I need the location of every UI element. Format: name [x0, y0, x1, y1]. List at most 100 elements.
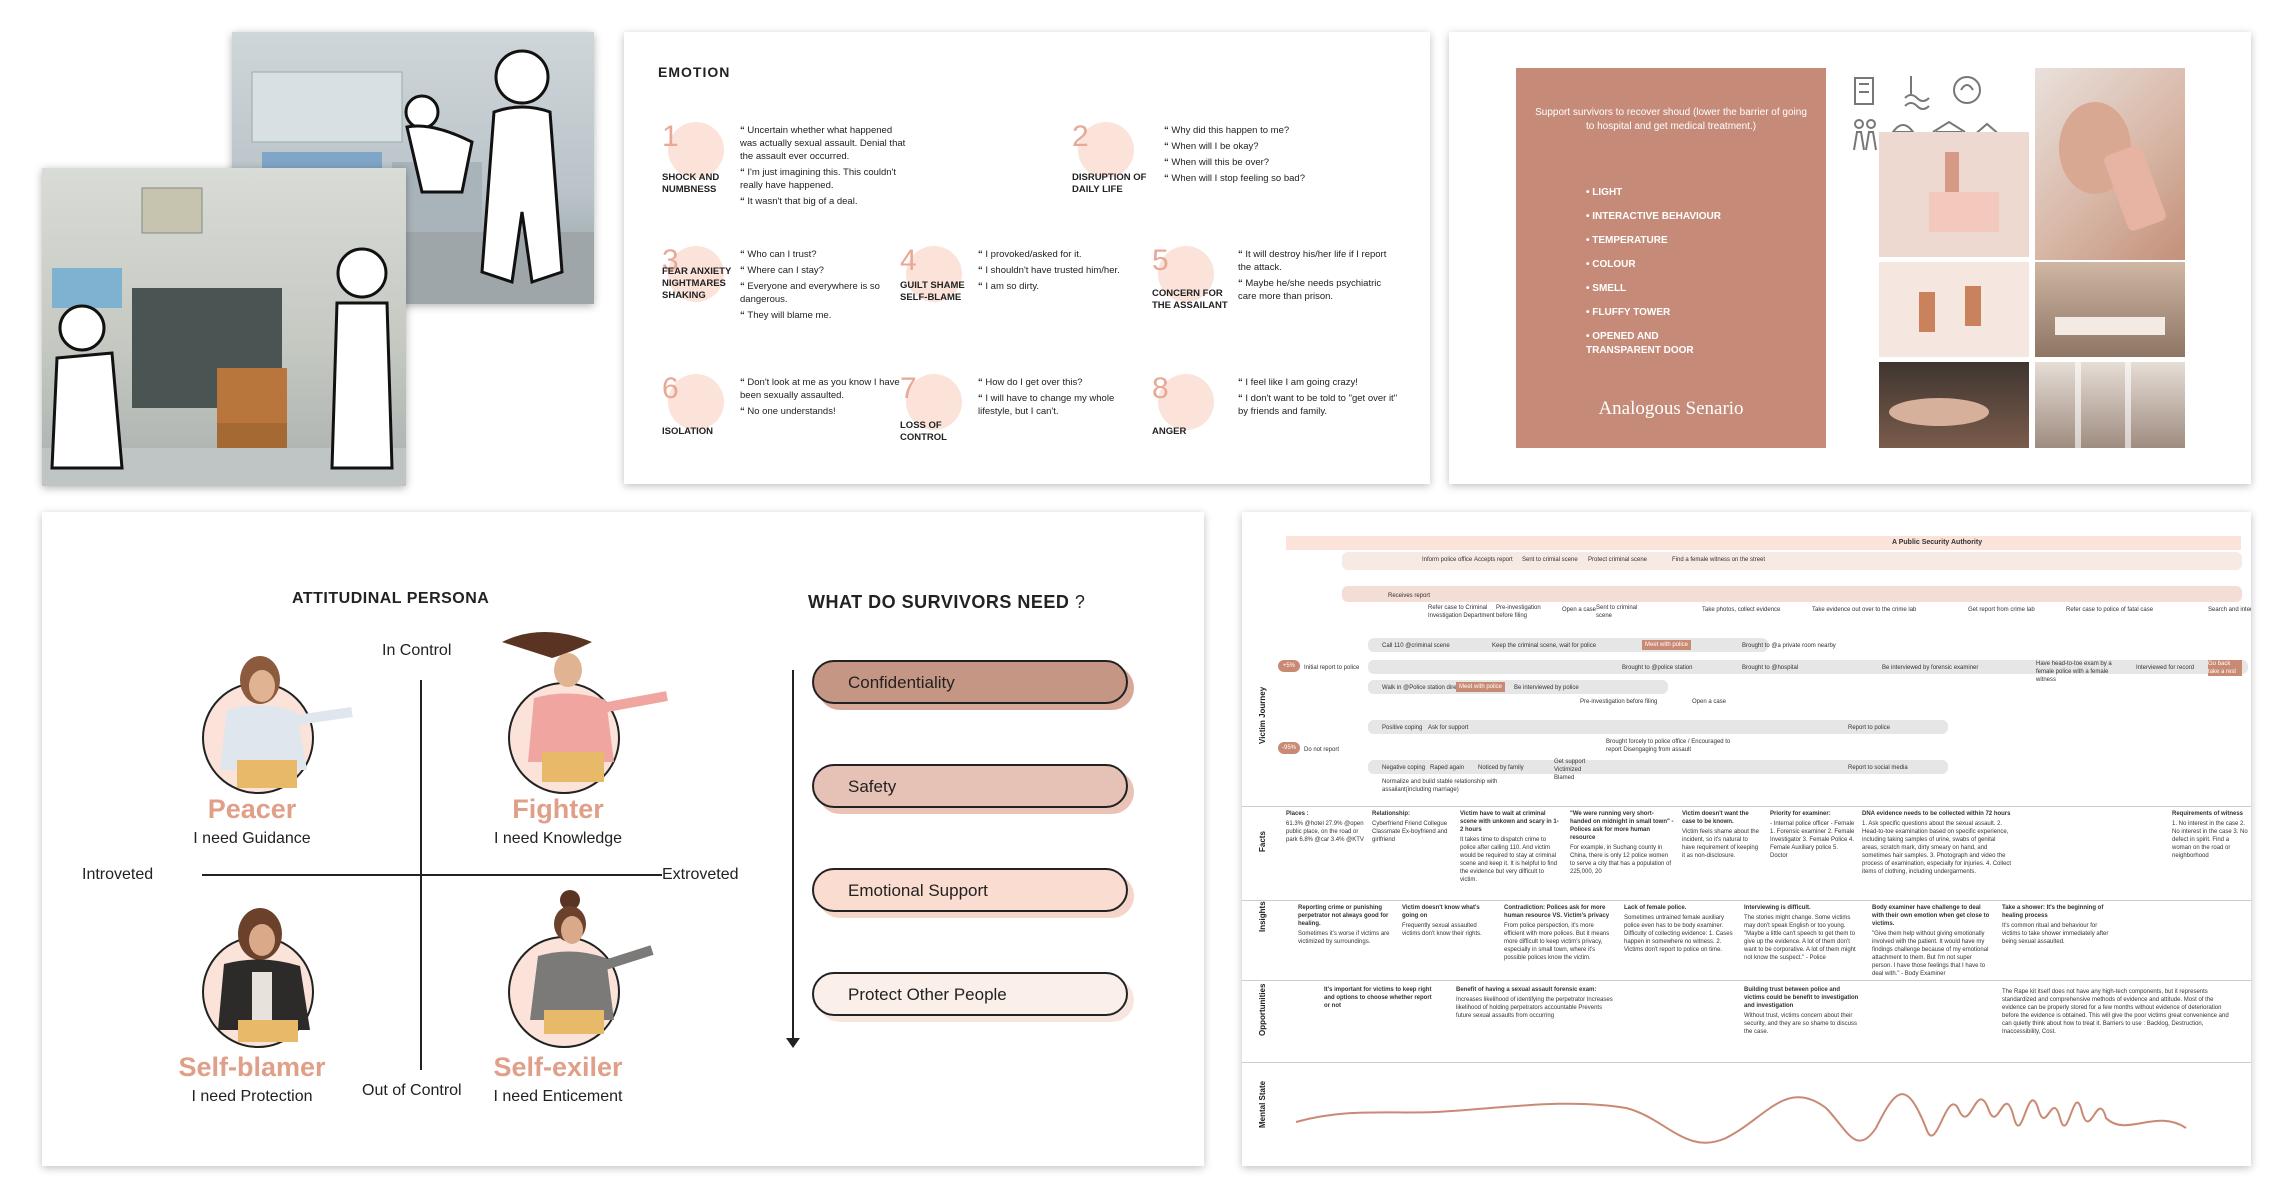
need-pill-protect-others: Protect Other People: [812, 972, 1128, 1016]
mood-photo-products: [1879, 262, 2029, 357]
self-exiler-figure: [530, 890, 654, 1034]
journey-path-walk-in: [1368, 680, 1668, 694]
insight-column: Contradiction: Polices ask for more huma…: [1504, 904, 1614, 962]
row-divider: [1242, 806, 2251, 807]
emotion-quote: No one understands!: [740, 405, 910, 418]
fact-text: 61.3% @hotel 27.9% @open public place, o…: [1286, 821, 1364, 843]
journey-map-card: A Public Security Authority Victim Journ…: [1242, 512, 2251, 1166]
spa-icon: [1953, 76, 1981, 104]
mood-photo-bottles: [1879, 132, 2029, 257]
fact-column: Victim doesn't want the case to be known…: [1682, 810, 1762, 860]
journey-step: Keep the criminal scene, wait for police: [1492, 643, 1597, 649]
row-label-victim-journey: Victim Journey: [1258, 686, 1267, 744]
fact-text: For example, in Suchang county in China,…: [1570, 845, 1672, 875]
axis-label-left: Introveted: [82, 866, 154, 883]
row-label-mental-state: Mental State: [1258, 1080, 1267, 1128]
axis-horizontal: [202, 874, 662, 876]
feature-item: INTERACTIVE BEHAVIOUR: [1586, 210, 1721, 224]
clinic-photo-front: [42, 168, 406, 486]
insight-text: Sometimes untrained female auxiliary pol…: [1624, 915, 1733, 953]
self-blamer-figure: [218, 908, 310, 1042]
police-flow-bar: [1342, 552, 2242, 570]
emotion-quotes: It will destroy his/her life if I report…: [1238, 248, 1402, 306]
insight-text: "Give them help without giving emotional…: [1872, 931, 1989, 977]
fact-heading: Victim doesn't want the case to be known…: [1682, 811, 1749, 825]
mood-photo-spa-room: [2035, 262, 2185, 357]
insight-text: Frequently sexual assaulted victims don'…: [1402, 923, 1482, 937]
feature-item: SMELL: [1586, 282, 1721, 296]
insight-heading: Victim doesn't know what's going on: [1402, 905, 1480, 919]
feature-list: LIGHT INTERACTIVE BEHAVIOUR TEMPERATURE …: [1586, 186, 1721, 368]
emotion-item: 6 ISOLATION Don't look at me as you know…: [662, 372, 912, 484]
journey-step: Normalize and build stable relationship …: [1382, 779, 1498, 793]
journey-path-positive: [1368, 720, 1948, 734]
persona-name-self-exiler: Self-exiler: [493, 1052, 623, 1082]
emotion-item: 7 LOSS OF CONTROL How do I get over this…: [900, 372, 1150, 484]
analogous-panel: Support survivors to recover shoud (lowe…: [1516, 68, 1826, 448]
emotion-name: CONCERN FOR THE ASSAILANT: [1152, 288, 1228, 311]
emotion-name: DISRUPTION OF DAILY LIFE: [1072, 172, 1147, 195]
emotion-name: LOSS OF CONTROL: [900, 420, 947, 443]
insight-heading: Take a shower: It's the beginning of hea…: [2002, 905, 2104, 919]
clinic-illustration-front: [42, 187, 406, 486]
insight-text: Sometimes it's worse if victims are vict…: [1298, 931, 1390, 945]
need-pill-safety: Safety: [812, 764, 1128, 808]
needs-priority-arrow: [786, 670, 800, 1048]
row-label-opportunities: Opportunities: [1258, 983, 1267, 1036]
emotion-quotes: Why did this happen to me? When will I b…: [1164, 124, 1334, 188]
journey-step: Have head-to-toe exam by a female police…: [2036, 661, 2112, 683]
emotion-blob: [1158, 374, 1214, 430]
emotion-item: 1 SHOCK AND NUMBNESS Uncertain whether w…: [662, 120, 912, 240]
journey-step: Call 110 @criminal scene: [1382, 643, 1450, 649]
analogous-card: Support survivors to recover shoud (lowe…: [1449, 32, 2251, 484]
insight-heading: Reporting crime or punishing perpetrator…: [1298, 905, 1389, 927]
flow-step: Pre-investigation before filing: [1496, 605, 1541, 619]
fighter-figure: [502, 632, 668, 782]
fact-column: Places :61.3% @hotel 27.9% @open public …: [1286, 810, 1368, 844]
insight-column: Lack of female police.Sometimes untraine…: [1624, 904, 1734, 954]
report-percentage-badge: +5%: [1278, 660, 1300, 672]
emotion-quote: Everyone and everywhere is so dangerous.: [740, 280, 880, 306]
flow-step: Refer case to police of fatal case: [2066, 607, 2154, 613]
feature-item: LIGHT: [1586, 186, 1721, 200]
journey-step: Raped again: [1430, 765, 1465, 771]
emotion-quote: It wasn't that big of a deal.: [740, 195, 910, 208]
persona-title: ATTITUDINAL PERSONA: [292, 590, 490, 607]
emotion-name: FEAR ANXIETY NIGHTMARES SHAKING: [662, 266, 732, 301]
journey-step: Pre-investigation before filing: [1580, 699, 1658, 705]
persona-name-fighter: Fighter: [512, 794, 604, 824]
flow-step: Open a case: [1562, 607, 1597, 613]
journey-step: Brought to @hospital: [1742, 665, 1799, 671]
emotion-quote: I don't want to be told to "get over it"…: [1238, 392, 1402, 418]
fact-heading: Priority for examiner:: [1770, 811, 1831, 817]
emotion-card: EMOTION 1 SHOCK AND NUMBNESS Uncertain w…: [624, 32, 1430, 484]
insight-text: It's common ritual and behaviour for vic…: [2002, 923, 2109, 945]
emotion-blob: [668, 246, 724, 302]
row-divider: [1242, 900, 2251, 901]
peacer-figure: [220, 656, 353, 788]
insight-column: Take a shower: It's the beginning of hea…: [2002, 904, 2112, 946]
emotion-quote: Maybe he/she needs psychiatric care more…: [1238, 277, 1402, 303]
journey-path-negative: [1368, 760, 1948, 774]
fact-heading: DNA evidence needs to be collected withi…: [1862, 811, 2011, 817]
flow-step: Inform police office: [1422, 557, 1473, 563]
fact-text: Victim feels shame about the incident, s…: [1682, 829, 1759, 859]
needs-title-text: WHAT DO SURVIVORS NEED: [808, 592, 1070, 612]
emotion-name: ISOLATION: [662, 426, 714, 437]
emotion-quote: I feel like I am going crazy!: [1238, 376, 1402, 389]
mood-photo-light: [2035, 362, 2185, 448]
flow-step: Find a female witness on the street: [1672, 557, 1766, 563]
emotion-quote: Why did this happen to me?: [1164, 124, 1334, 137]
feature-item: FLUFFY TOWER: [1586, 306, 1721, 320]
emotion-blob: [668, 122, 724, 178]
support-text: Support survivors to recover shoud (lowe…: [1535, 107, 1807, 132]
fact-column: "We were running very short-handed on mi…: [1570, 810, 1674, 876]
persona-name-peacer: Peacer: [207, 794, 297, 824]
feature-item: OPENED AND TRANSPARENT DOOR: [1586, 330, 1716, 358]
emotion-quote: It will destroy his/her life if I report…: [1238, 248, 1402, 274]
persona-need-self-blamer: I need Protection: [191, 1088, 313, 1105]
persona-need-peacer: I need Guidance: [193, 830, 311, 847]
emotion-blob: [906, 246, 962, 302]
row-divider: [1242, 1062, 2251, 1063]
